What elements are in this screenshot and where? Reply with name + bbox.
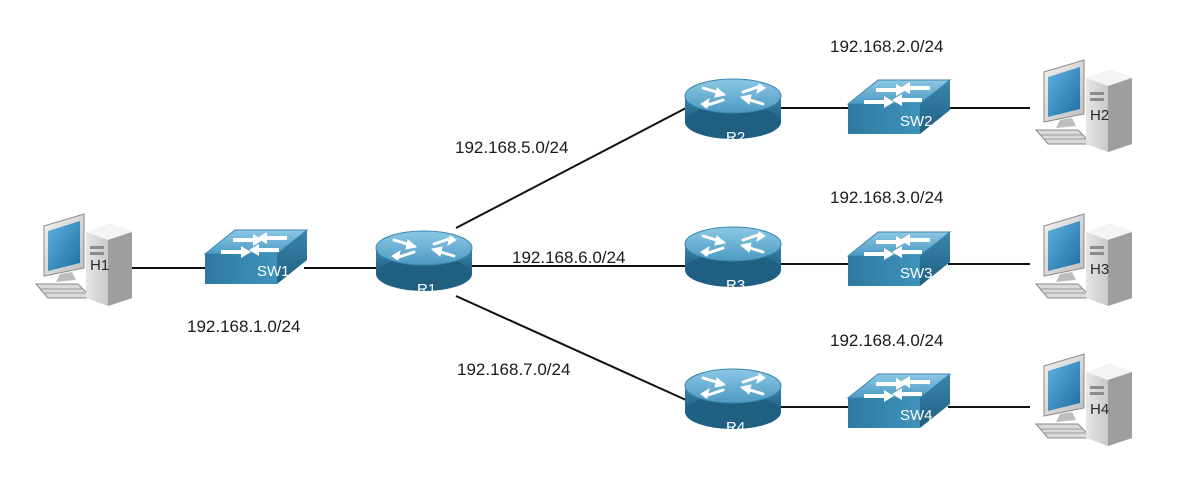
router-r2: R2 xyxy=(683,77,783,146)
network-label-r1-r3: 192.168.6.0/24 xyxy=(512,248,625,267)
switch-label: SW4 xyxy=(900,407,933,424)
workstation-icon xyxy=(35,213,133,307)
switch-sw1: SW1 xyxy=(204,229,308,285)
host-h3: H3 xyxy=(1035,213,1133,307)
host-h1: H1 xyxy=(35,213,133,307)
router-r3: R3 xyxy=(683,225,783,294)
link-r1-r2 xyxy=(455,107,687,229)
switch-label: SW2 xyxy=(900,113,933,130)
switch-sw4: SW4 xyxy=(847,373,951,429)
switch-icon xyxy=(847,231,951,287)
network-label-sw1: 192.168.1.0/24 xyxy=(187,317,300,336)
router-label: R3 xyxy=(726,277,745,294)
switch-icon xyxy=(847,79,951,135)
host-label: H3 xyxy=(1090,261,1109,278)
network-label-sw2: 192.168.2.0/24 xyxy=(830,37,943,56)
host-h2: H2 xyxy=(1035,59,1133,153)
host-label: H1 xyxy=(90,257,109,274)
switch-icon xyxy=(204,229,308,285)
router-label: R1 xyxy=(417,281,436,298)
switch-label: SW3 xyxy=(900,265,933,282)
workstation-icon xyxy=(1035,353,1133,447)
host-label: H4 xyxy=(1090,401,1109,418)
network-label-sw3: 192.168.3.0/24 xyxy=(830,188,943,207)
router-label: R2 xyxy=(726,129,745,146)
workstation-icon xyxy=(1035,213,1133,307)
network-label-r1-r4: 192.168.7.0/24 xyxy=(457,360,570,379)
switch-label: SW1 xyxy=(257,263,290,280)
network-label-r1-r2: 192.168.5.0/24 xyxy=(455,138,568,157)
router-label: R4 xyxy=(726,419,745,436)
switch-sw2: SW2 xyxy=(847,79,951,135)
router-r1: R1 xyxy=(374,229,474,298)
router-r4: R4 xyxy=(683,367,783,436)
switch-icon xyxy=(847,373,951,429)
links xyxy=(130,107,1030,408)
workstation-icon xyxy=(1035,59,1133,153)
network-label-sw4: 192.168.4.0/24 xyxy=(830,331,943,350)
link-r1-r4 xyxy=(455,295,687,401)
host-h4: H4 xyxy=(1035,353,1133,447)
switch-sw3: SW3 xyxy=(847,231,951,287)
host-label: H2 xyxy=(1090,107,1109,124)
